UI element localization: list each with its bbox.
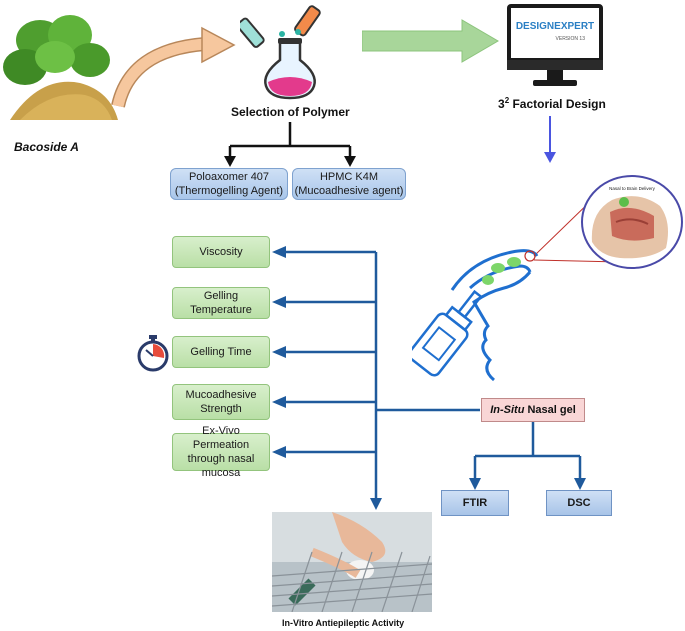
- ftir-box: FTIR: [441, 490, 509, 516]
- dsc-box: DSC: [546, 490, 612, 516]
- flask-icon: [240, 5, 321, 100]
- design-expert-monitor: DESIGNEXPERT VERSION 13: [507, 4, 603, 86]
- bacoside-label: Bacoside A: [14, 140, 79, 154]
- stopwatch-icon: [137, 335, 169, 372]
- design-expert-version: VERSION 13: [556, 36, 586, 42]
- green-arrow: [362, 19, 499, 63]
- poloxamer-box: Poloaxomer 407(Thermogelling Agent): [170, 168, 288, 200]
- gelling-temperature-box: Gelling Temperature: [172, 287, 270, 319]
- nasal-inset-caption: Nasal to Brain Delivery: [609, 186, 656, 191]
- factorial-design-label: 32 Factorial Design: [498, 96, 606, 111]
- hpmc-box: HPMC K4M(Mucoadhesive agent): [292, 168, 406, 200]
- nasal-inset: Nasal to Brain Delivery: [533, 175, 683, 269]
- factorial-exponent: 2: [504, 96, 510, 105]
- gel-rest: Nasal gel: [524, 404, 576, 416]
- viscosity-box: Viscosity: [172, 236, 270, 268]
- bacoside-plant-image: [3, 15, 118, 120]
- in-situ-gel-box: In-Situ Nasal gel: [481, 398, 585, 422]
- polymer-connector: [224, 122, 356, 167]
- polymer-title: Selection of Polymer: [231, 105, 350, 119]
- factorial-base: 3: [498, 97, 505, 111]
- nasal-spray-illustration: [412, 249, 539, 382]
- factorial-rest: Factorial Design: [509, 97, 606, 111]
- gel-italic: In-Situ: [490, 404, 525, 416]
- curved-arrow: [111, 26, 236, 108]
- design-expert-brand: DESIGNEXPERT: [516, 21, 594, 32]
- in-vitro-photo: [272, 512, 432, 612]
- in-vitro-label: In-Vitro Antiepileptic Activity: [282, 618, 405, 628]
- gelling-time-box: Gelling Time: [172, 336, 270, 368]
- blue-down-arrow: [544, 116, 556, 163]
